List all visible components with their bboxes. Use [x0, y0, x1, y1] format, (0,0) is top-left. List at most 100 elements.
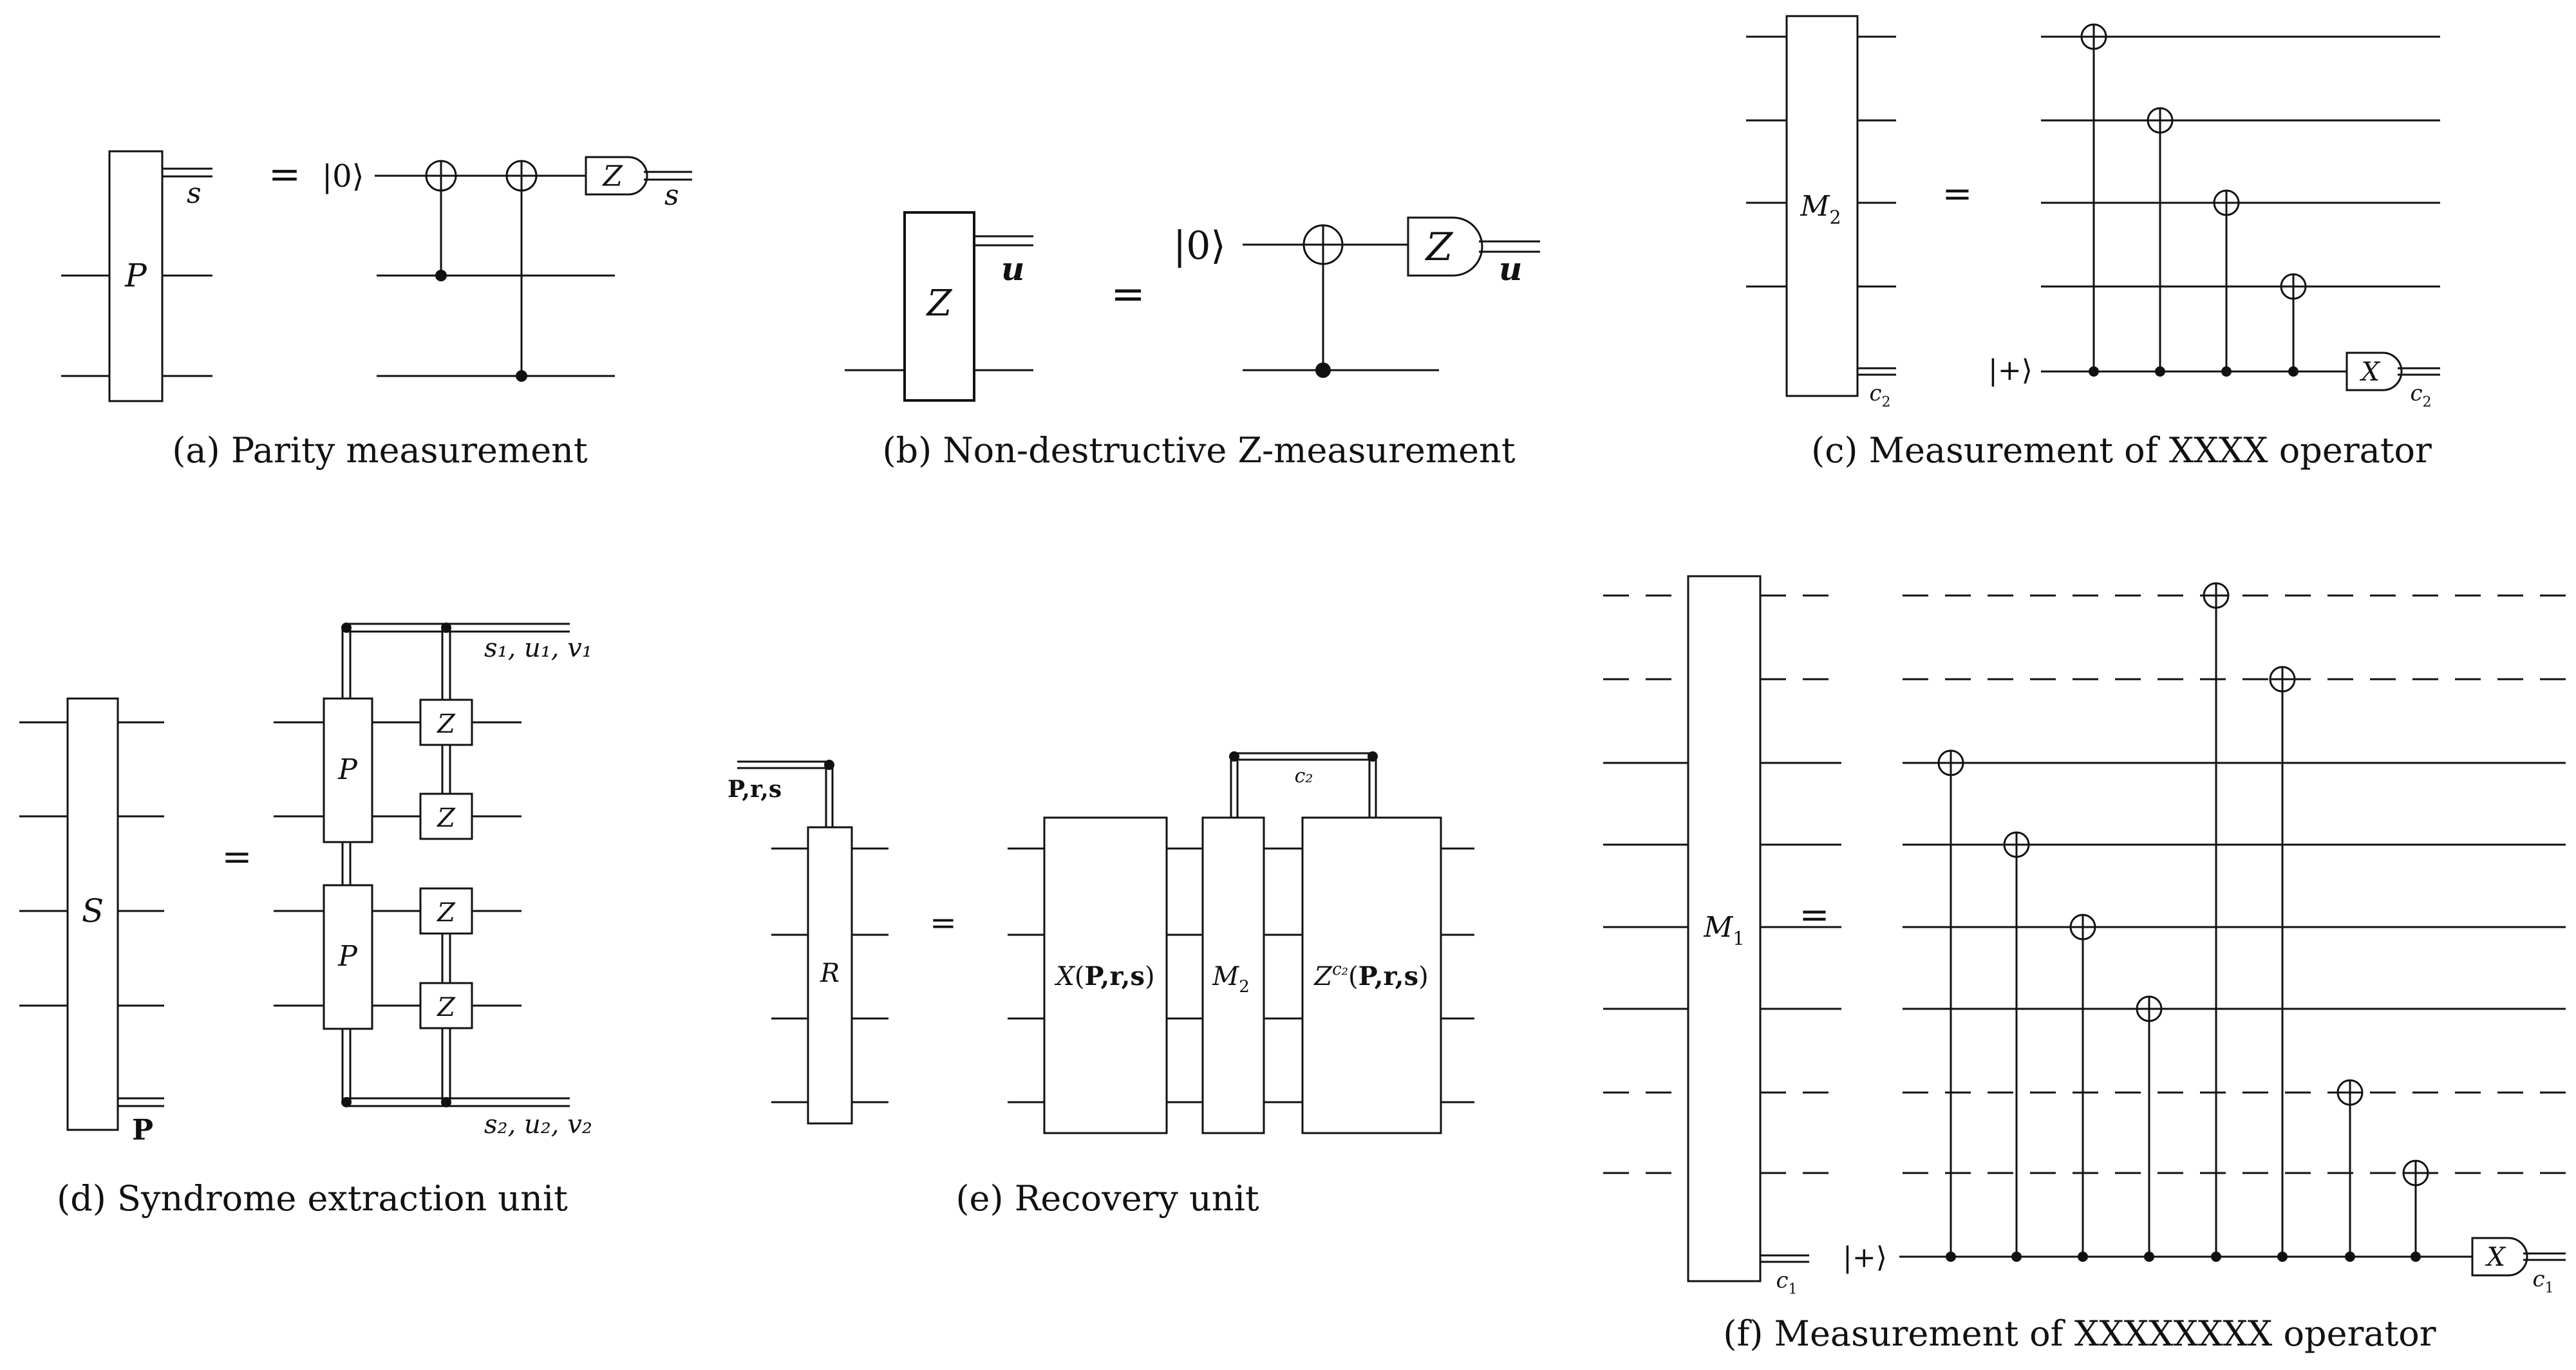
cnot-control-1: [1946, 1252, 1956, 1262]
top-bus-drop-z: [441, 628, 451, 703]
cnot-target-5: [2203, 582, 2230, 609]
result-classical-out: [2523, 1252, 2566, 1261]
syndrome-output-wire: [162, 167, 212, 178]
meter-shape: [585, 156, 648, 196]
recovery-gate-box: [807, 826, 853, 1125]
bottom-bus-drop-z: [441, 1027, 451, 1102]
parity-box-top: [323, 697, 373, 843]
z-meter: Z: [1407, 216, 1483, 277]
ancilla-ket: |0⟩: [1173, 223, 1226, 268]
meter-shape: [2346, 352, 2403, 391]
result-out-label: c2: [2410, 380, 2431, 411]
cnot-target-3: [2213, 189, 2240, 216]
m2-box-label: M2: [1212, 962, 1250, 997]
cnot-target-2: [2003, 831, 2030, 858]
parity-output-wire: [118, 1097, 164, 1107]
equals-sign: =: [1800, 894, 1830, 936]
m1-gate-box: [1687, 575, 1762, 1282]
syndrome-input-drop: [825, 765, 834, 827]
outcome-classical-out: [1479, 240, 1540, 253]
caption-b: (b) Non-destructive Z-measurement: [882, 430, 1515, 471]
parity-box-bottom-label: P: [337, 940, 358, 973]
z-box-label-1: Z: [436, 709, 456, 739]
x-correction-box: [1043, 816, 1168, 1134]
z-correction-label: Zc₂(P,r,s): [1313, 960, 1428, 991]
parity-output-label: P: [132, 1114, 153, 1147]
bottom-output-label: s₂, u₂, v₂: [484, 1110, 592, 1140]
caption-a: (a) Parity measurement: [172, 430, 588, 471]
z-box-1: [419, 699, 473, 746]
cnot-target-6: [2269, 666, 2296, 693]
syndrome-label: s: [187, 177, 202, 210]
cnot-control-2: [2011, 1252, 2022, 1262]
z-box-3: [419, 887, 473, 935]
cnot-target-8: [2402, 1159, 2429, 1187]
result-label: c1: [1776, 1268, 1797, 1298]
meter-label: Z: [1425, 225, 1454, 270]
m2-gate-label: M2: [1800, 190, 1841, 228]
cnot-2-target: [505, 160, 538, 192]
parity-box-bottom: [323, 884, 373, 1030]
syndrome-gate-box: [66, 697, 119, 1131]
syndrome-input-wire: [737, 760, 829, 769]
x-meter: X: [2346, 352, 2403, 391]
cnot-target-3: [2069, 914, 2096, 941]
result-output-wire: [1857, 367, 1896, 376]
cnot-control-4: [2288, 366, 2299, 377]
top-output-label: s₁, u₁, v₁: [484, 633, 592, 663]
result-out-label: c1: [2532, 1266, 2553, 1297]
cnot-control-6: [2277, 1252, 2288, 1262]
result-label: c2: [1869, 380, 1890, 411]
cnot-2-control: [516, 370, 527, 382]
top-classical-bus: [346, 623, 570, 633]
cnot-control-3: [2078, 1252, 2088, 1262]
bus-junction-1: [341, 623, 352, 633]
caption-d: (d) Syndrome extraction unit: [57, 1178, 568, 1219]
equals-sign: =: [268, 152, 301, 197]
syndrome-out-label: s: [664, 179, 679, 212]
outcome-label: u: [1001, 250, 1024, 288]
c2-wire-label: c₂: [1295, 765, 1313, 787]
cnot-control-8: [2411, 1252, 2421, 1262]
ancilla-ket: |+⟩: [1988, 354, 2033, 387]
cnot-control-7: [2345, 1252, 2355, 1262]
meter-shape: [2471, 1237, 2528, 1277]
cnot-control-2: [2155, 366, 2165, 377]
equals-sign: =: [930, 904, 957, 941]
z-box-2: [419, 793, 473, 840]
cnot-control: [1315, 362, 1331, 378]
cnot-control-3: [2221, 366, 2232, 377]
z-correction-box: [1301, 816, 1442, 1134]
c2-junction-left: [1229, 751, 1239, 762]
z-box-label-2: Z: [436, 803, 456, 833]
cnot-target-7: [2336, 1079, 2364, 1106]
bus-junction-4: [441, 1097, 451, 1107]
z-link-bottom: [441, 932, 451, 985]
caption-e: (e) Recovery unit: [955, 1178, 1259, 1219]
ancilla-ket: |0⟩: [322, 158, 364, 194]
parity-gate-label: P: [124, 257, 147, 294]
cnot-target: [1302, 224, 1344, 265]
syndrome-classical-out: [644, 171, 692, 181]
z-box-label-4: Z: [436, 993, 456, 1022]
equals-sign: =: [1111, 270, 1145, 318]
x-meter: X: [2471, 1237, 2528, 1277]
cnot-1-target: [425, 160, 457, 192]
z-link-top: [441, 744, 451, 795]
c2-classical-link: [1234, 752, 1373, 761]
caption-c: (c) Measurement of XXXX operator: [1811, 430, 2432, 471]
cnot-control-5: [2211, 1252, 2221, 1262]
parity-gate-box: [108, 150, 164, 402]
m2-gate-box: [1785, 15, 1859, 397]
outcome-out-label: u: [1499, 250, 1522, 288]
meter-label: X: [2485, 1243, 2506, 1272]
parity-box-top-label: P: [337, 753, 358, 786]
z-gate-label: Z: [926, 283, 953, 324]
bus-junction-2: [441, 623, 451, 633]
cnot-target-4: [2136, 995, 2163, 1022]
